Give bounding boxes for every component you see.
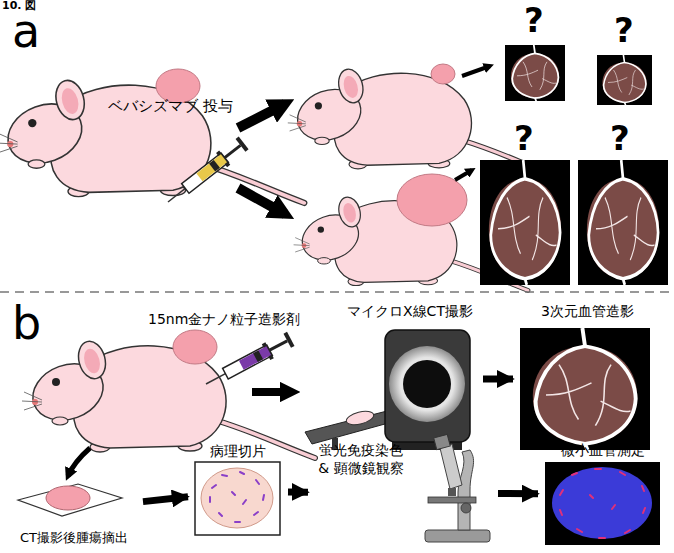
- branch-arrow: [238, 104, 285, 128]
- pointer-arrow: [462, 66, 490, 76]
- step-label: CT撮影後腫瘍摘出: [8, 530, 140, 546]
- drug-label: ベバシズマブ 投与: [108, 98, 233, 115]
- syringe-fluid: [196, 154, 227, 181]
- ct-scanner: [345, 409, 375, 427]
- angiography-step: 3次元血管造影: [515, 303, 660, 455]
- flow-arrow: [498, 490, 538, 497]
- syringe: [202, 331, 295, 392]
- step-label: 病理切片: [190, 443, 285, 461]
- branch-arrow: [238, 188, 285, 214]
- question-mark: ?: [514, 120, 534, 157]
- section-step: 病理切片: [190, 443, 285, 540]
- panel-divider: [0, 291, 674, 293]
- ct-scanner: [389, 346, 465, 422]
- tumor-image: [505, 45, 565, 101]
- ct-scan-step: マイクロX線CT撮影: [300, 303, 480, 455]
- ct-scanner: [305, 330, 470, 450]
- microvessel-image: [552, 467, 652, 539]
- flow-arrow: [288, 488, 308, 495]
- step-label: 3次元血管造影: [515, 303, 660, 321]
- syringe: [162, 136, 249, 209]
- question-mark: ?: [614, 12, 634, 49]
- excision-step: CT撮影後腫瘍摘出: [8, 470, 140, 548]
- microscope: [458, 450, 474, 530]
- section-slide: [210, 472, 264, 522]
- microscope: [440, 444, 462, 489]
- pointer-arrow: [455, 170, 472, 180]
- tumor-slide: [18, 484, 122, 516]
- section-slide: [195, 462, 280, 535]
- question-mark: ?: [524, 2, 544, 39]
- tumor: [173, 330, 217, 364]
- contrast-agent-label: 15nm金ナノ粒子造影剤: [148, 312, 300, 327]
- tumor-image: [480, 160, 570, 285]
- tumor: [397, 174, 467, 226]
- tumor-image: [578, 160, 668, 285]
- tumor: [431, 64, 455, 84]
- flow-arrow: [483, 376, 513, 383]
- syringe-plunger: [209, 160, 220, 172]
- microvessel-image: [560, 469, 645, 538]
- section-slide: [195, 462, 280, 535]
- flow-arrow: [68, 448, 90, 476]
- step-label: 蛍光免疫染色 & 顕微鏡観察: [312, 442, 410, 477]
- tumor-image: [597, 55, 652, 105]
- microscope: [461, 503, 471, 513]
- microvessel-image: [545, 462, 660, 545]
- panel-letter: a: [12, 6, 40, 57]
- microscope: [428, 497, 476, 503]
- tumor-slide: [46, 486, 90, 510]
- microvessel-image: [545, 462, 660, 545]
- question-mark: ?: [610, 120, 630, 157]
- section-slide: [201, 468, 273, 528]
- panel-letter: b: [12, 298, 41, 349]
- measurement-step: 微小血管測定: [540, 440, 665, 548]
- syringe-plunger: [253, 350, 263, 362]
- syringe: [202, 331, 295, 392]
- mouse-figure: [0, 77, 304, 203]
- tumor-slide: [18, 484, 122, 516]
- syringe: [162, 136, 249, 209]
- step-label: 微小血管測定: [545, 442, 660, 460]
- flow-arrow: [143, 497, 188, 502]
- flow-arrow: [252, 388, 292, 396]
- syringe-fluid: [239, 346, 271, 369]
- microscope: [425, 530, 490, 542]
- microscope: [434, 434, 451, 449]
- step-label: マイクロX線CT撮影: [345, 303, 475, 321]
- tumor-image: [520, 328, 650, 450]
- ct-scanner: [403, 360, 451, 408]
- microscope: [425, 434, 490, 542]
- ct-scanner: [385, 330, 470, 442]
- staining-step: 蛍光免疫染色 & 顕微鏡観察: [310, 438, 495, 548]
- microscope: [448, 488, 456, 496]
